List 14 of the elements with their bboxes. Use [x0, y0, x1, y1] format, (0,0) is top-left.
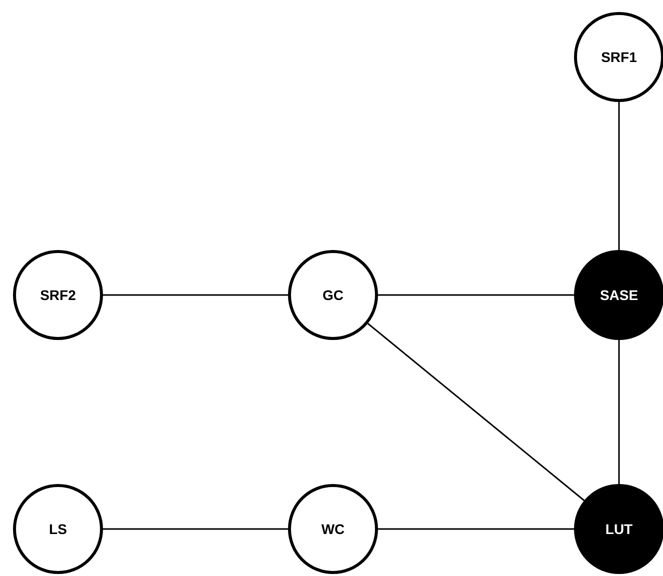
node-label: GC	[322, 287, 344, 303]
connector-line	[618, 340, 620, 484]
node-label: LUT	[605, 521, 633, 537]
node-label: WC	[321, 521, 345, 537]
node-label: SRF1	[601, 49, 637, 65]
connector-line	[103, 528, 288, 530]
connector-line	[378, 294, 574, 296]
connector-line	[103, 294, 288, 296]
connector-line	[618, 102, 620, 250]
node-label: SASE	[600, 287, 638, 303]
node-label: SRF2	[40, 287, 76, 303]
connector-line	[367, 322, 585, 502]
node-label: LS	[49, 521, 67, 537]
connector-line	[378, 528, 574, 530]
